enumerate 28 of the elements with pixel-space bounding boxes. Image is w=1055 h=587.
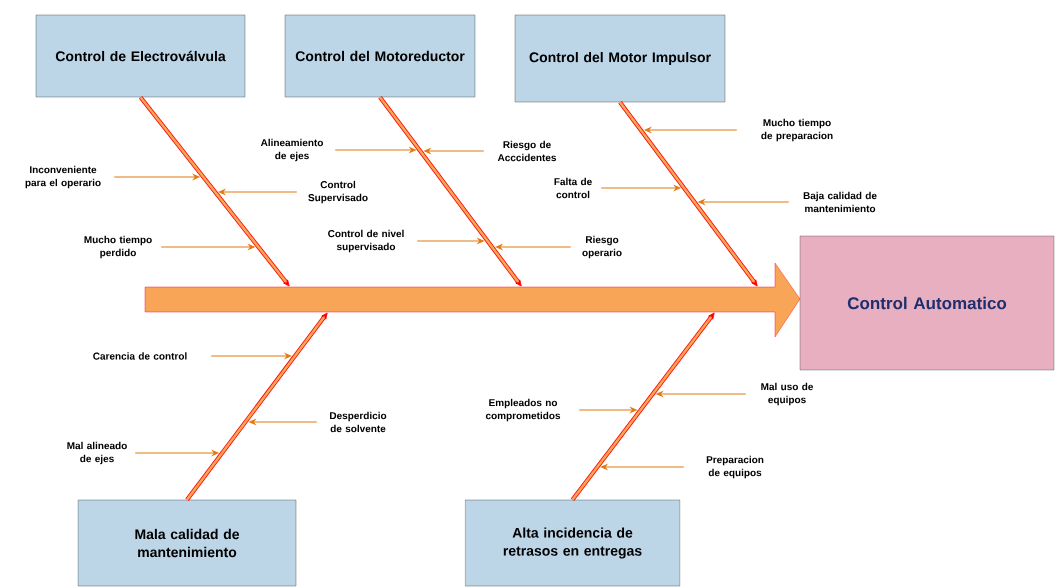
- cause-label: Carencia de control: [93, 352, 187, 360]
- cause-label: Mucho tiempo perdido: [84, 235, 152, 259]
- cause-label: Riesgo operario: [582, 235, 622, 259]
- cause-label: Desperdicio de solvente: [330, 411, 387, 433]
- effect-box: Control Automatico: [799, 235, 1055, 371]
- category-box: Alta incidencia de retrasos en entregas: [464, 499, 681, 587]
- category-box: Control del Motoreductor: [284, 14, 476, 98]
- fishbone-bone: [570, 312, 715, 502]
- cause-label: Falta de control: [554, 177, 592, 199]
- cause-label: Mucho tiempo de preparacion: [761, 118, 833, 142]
- category-box: Control del Motor Impulsor: [514, 14, 726, 103]
- cause-label: Baja calidad de mantenimiento: [803, 191, 877, 213]
- cause-label: Control de nivel supervisado: [328, 229, 404, 253]
- cause-label: Mal alineado de ejes: [67, 441, 127, 465]
- cause-label: Alineamiento de ejes: [260, 138, 323, 162]
- cause-label: Inconveniente para el operario: [25, 165, 101, 189]
- cause-label: Control Supervisado: [308, 180, 368, 204]
- fishbone-bone: [138, 95, 290, 287]
- cause-label: Riesgo de Acccidentes: [497, 140, 557, 162]
- cause-label: Preparacion de equipos: [706, 455, 764, 479]
- category-box: Mala calidad de mantenimiento: [77, 499, 297, 587]
- cause-label: Empleados no comprometidos: [485, 398, 561, 422]
- fishbone-bone: [185, 312, 328, 502]
- spine-arrow: [144, 262, 801, 338]
- category-box: Control de Electroválvula: [35, 14, 246, 98]
- fishbone-bone: [378, 95, 522, 287]
- fishbone-bone: [618, 100, 758, 287]
- cause-label: Mal uso de equipos: [761, 382, 814, 406]
